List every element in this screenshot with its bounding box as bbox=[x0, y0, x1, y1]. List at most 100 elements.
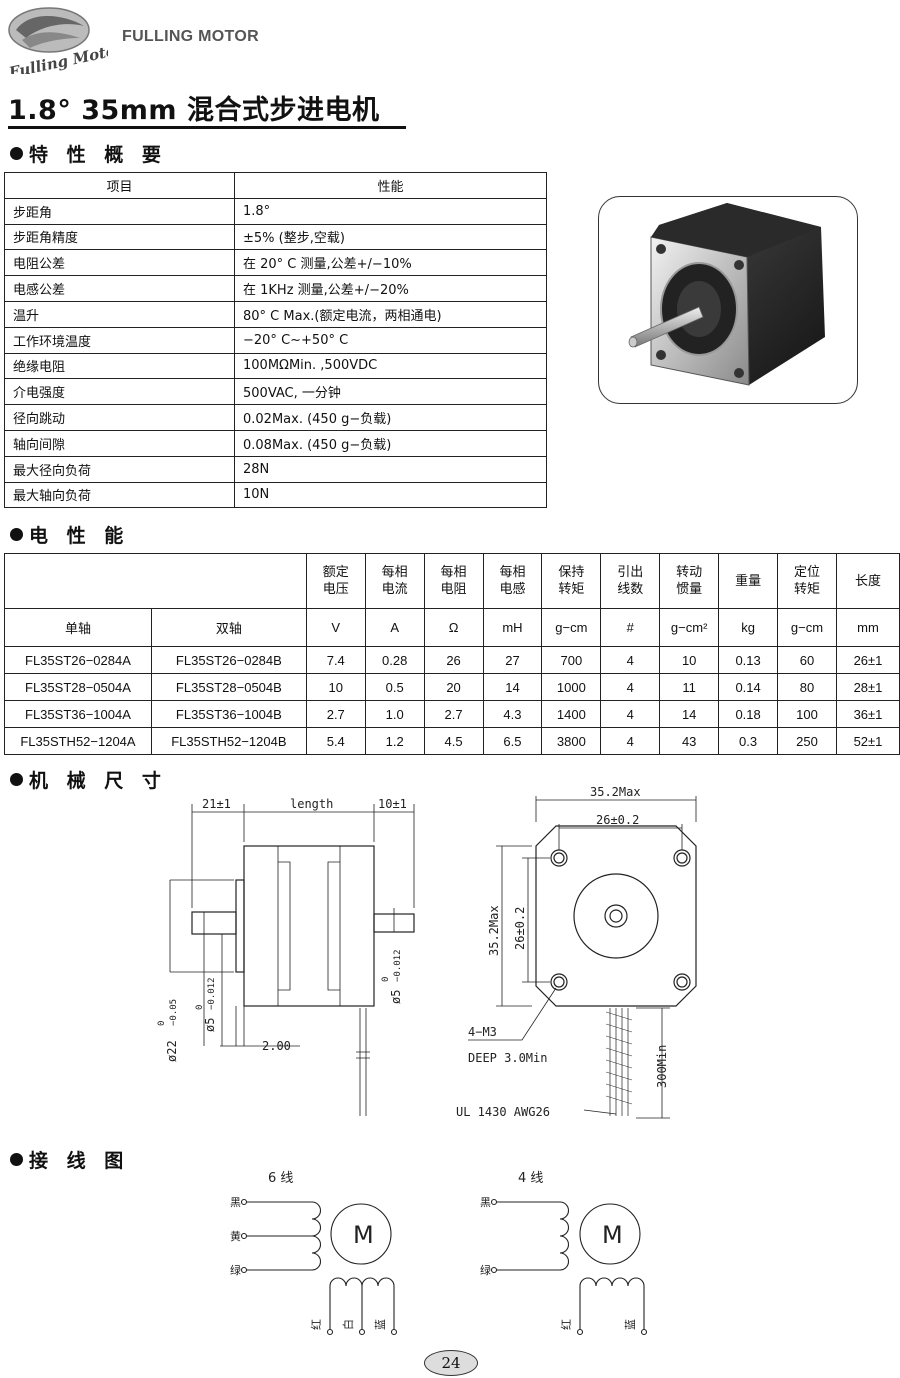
shaft-circle bbox=[604, 904, 628, 928]
wire-label: 黑 bbox=[230, 1196, 241, 1209]
label-mount-holes: 4−M3 bbox=[468, 1025, 497, 1039]
column-header-line: 每相 bbox=[499, 565, 526, 580]
wire-label: 蓝 bbox=[624, 1319, 637, 1330]
table-cell: 温升 bbox=[4, 300, 235, 328]
wiring-6-wire: 6 线 黑 黄 绿 M 红 白 蓝 bbox=[230, 1171, 398, 1336]
table-cell: 7.4 bbox=[305, 646, 366, 674]
column-header: 定位转矩 bbox=[777, 553, 837, 609]
column-header-line: 线数 bbox=[617, 582, 644, 597]
column-header-line: 保持 bbox=[558, 565, 585, 580]
front-shaft bbox=[191, 911, 237, 935]
dim-flange-tol-top: 0 bbox=[157, 1021, 167, 1026]
table-cell: FL35ST36−1004B bbox=[150, 700, 307, 728]
unit-cell: V bbox=[305, 608, 366, 647]
unit-cell: mH bbox=[482, 608, 543, 647]
table-cell: 4 bbox=[600, 673, 661, 701]
motor-symbol bbox=[579, 1203, 641, 1265]
unit-cell: g−cm² bbox=[659, 608, 720, 647]
table-cell: 10N bbox=[234, 481, 547, 509]
table-cell: 27 bbox=[482, 646, 543, 674]
section-heading-features: 特 性 概 要 bbox=[10, 140, 167, 167]
unit-cell: A bbox=[364, 608, 425, 647]
dim-height-max: 35.2Max bbox=[487, 905, 501, 956]
bullet-icon bbox=[10, 773, 23, 786]
table-cell: 电感公差 bbox=[4, 275, 235, 302]
model-header: 双轴 bbox=[150, 608, 307, 647]
table-cell: 700 bbox=[541, 646, 602, 674]
table-cell: 1000 bbox=[541, 673, 602, 701]
front-view bbox=[535, 825, 697, 1116]
table-cell: 工作环境温度 bbox=[4, 326, 235, 354]
dim-body-length: length bbox=[290, 797, 333, 811]
bullet-icon bbox=[10, 1153, 23, 1166]
column-header-line: 每相 bbox=[440, 565, 467, 580]
table-cell: 10 bbox=[659, 646, 720, 674]
table-cell: 28±1 bbox=[835, 673, 900, 701]
unit-cell: # bbox=[600, 608, 661, 647]
page-title: 1.8° 35mm 混合式步进电机 bbox=[8, 95, 380, 126]
dim-hole-spacing-vertical: 26±0.2 bbox=[513, 907, 527, 950]
table-cell: 4.3 bbox=[482, 700, 543, 728]
wire-label: 蓝 bbox=[374, 1319, 387, 1330]
unit-cell: mm bbox=[835, 608, 900, 647]
mount-hole bbox=[673, 973, 691, 991]
dim-flange-tol-bottom: −0.05 bbox=[169, 999, 179, 1026]
table-cell: 14 bbox=[482, 673, 543, 701]
section-title: 电 性 能 bbox=[29, 525, 130, 547]
table-cell: 500VAC, 一分钟 bbox=[234, 378, 547, 406]
table-cell: 14 bbox=[659, 700, 720, 728]
section-heading-electrical: 电 性 能 bbox=[10, 521, 129, 548]
column-header-line: 每相 bbox=[381, 565, 408, 580]
table-cell: FL35ST36−1004A bbox=[4, 700, 152, 728]
column-header-line: 转矩 bbox=[558, 582, 585, 597]
table-cell: 52±1 bbox=[835, 727, 900, 755]
unit-cell: Ω bbox=[423, 608, 484, 647]
model-header: 单轴 bbox=[4, 608, 152, 647]
mount-hole bbox=[550, 973, 568, 991]
table-cell: 2.7 bbox=[305, 700, 366, 728]
table-cell: 最大轴向负荷 bbox=[4, 481, 235, 509]
table-cell: 在 1KHz 测量,公差+/−20% bbox=[234, 275, 547, 302]
table-cell: 5.4 bbox=[305, 727, 366, 755]
brand-name: FULLING MOTOR bbox=[122, 28, 259, 45]
table-cell: 轴向间隙 bbox=[4, 429, 235, 457]
front-view-dimension-lines bbox=[468, 796, 697, 1119]
side-view bbox=[191, 845, 415, 1116]
table-cell: 80° C Max.(额定电流，两相通电) bbox=[234, 300, 547, 328]
table-cell: 60 bbox=[777, 646, 837, 674]
table-cell: 4 bbox=[600, 700, 661, 728]
dim-shaft-diameter: ø5 bbox=[203, 1018, 217, 1032]
wire-label: 绿 bbox=[480, 1263, 491, 1277]
table-cell: 6.5 bbox=[482, 727, 543, 755]
product-photo-frame bbox=[598, 196, 858, 404]
table-cell: 20 bbox=[423, 673, 484, 701]
table-cell: 0.5 bbox=[364, 673, 425, 701]
column-header-line: 惯量 bbox=[676, 582, 703, 597]
table-cell: 3800 bbox=[541, 727, 602, 755]
column-header-line: 重量 bbox=[735, 573, 762, 589]
table-cell: 1.0 bbox=[364, 700, 425, 728]
table-cell: 项目 bbox=[4, 172, 235, 199]
unit-cell: kg bbox=[718, 608, 779, 647]
column-header-line: 长度 bbox=[854, 573, 881, 589]
wire-label: 黑 bbox=[480, 1196, 491, 1209]
wiring-4-title: 4 线 bbox=[518, 1171, 543, 1186]
column-header: 每相电流 bbox=[364, 553, 425, 609]
column-header-line: 额定 bbox=[322, 565, 349, 580]
table-row: 步距角精度±5% (整步,空载) bbox=[4, 223, 547, 251]
bullet-icon bbox=[10, 147, 23, 160]
column-header-line: 引出 bbox=[617, 565, 644, 580]
column-header: 额定电压 bbox=[305, 553, 366, 609]
dim-width-max: 35.2Max bbox=[590, 785, 641, 799]
table-cell: 100 bbox=[777, 700, 837, 728]
table-cell: 0.18 bbox=[718, 700, 779, 728]
section-heading-wiring: 接 线 图 bbox=[10, 1146, 129, 1173]
